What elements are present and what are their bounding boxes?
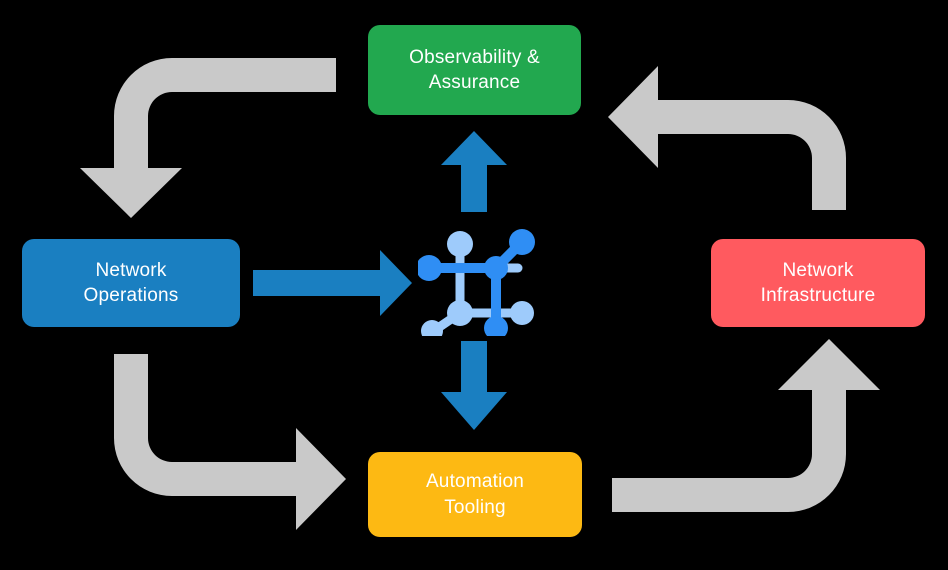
arrow-network-operations-to-center: [253, 250, 412, 316]
arrow-network-operations-to-automation-tooling: [114, 354, 346, 530]
node-network-infrastructure[interactable]: Network Infrastructure: [711, 239, 925, 327]
node-automation-tooling[interactable]: Automation Tooling: [368, 452, 582, 537]
arrow-center-to-automation-tooling: [441, 341, 507, 430]
node-observability-assurance[interactable]: Observability & Assurance: [368, 25, 581, 115]
arrow-center-to-observability: [441, 131, 507, 212]
network-graph-icon: [418, 229, 535, 336]
node-network-operations[interactable]: Network Operations: [22, 239, 240, 327]
arrow-network-infrastructure-to-observability: [608, 66, 846, 210]
arrow-observability-to-network-operations: [80, 58, 336, 218]
arrow-automation-tooling-to-network-infrastructure: [612, 339, 880, 512]
